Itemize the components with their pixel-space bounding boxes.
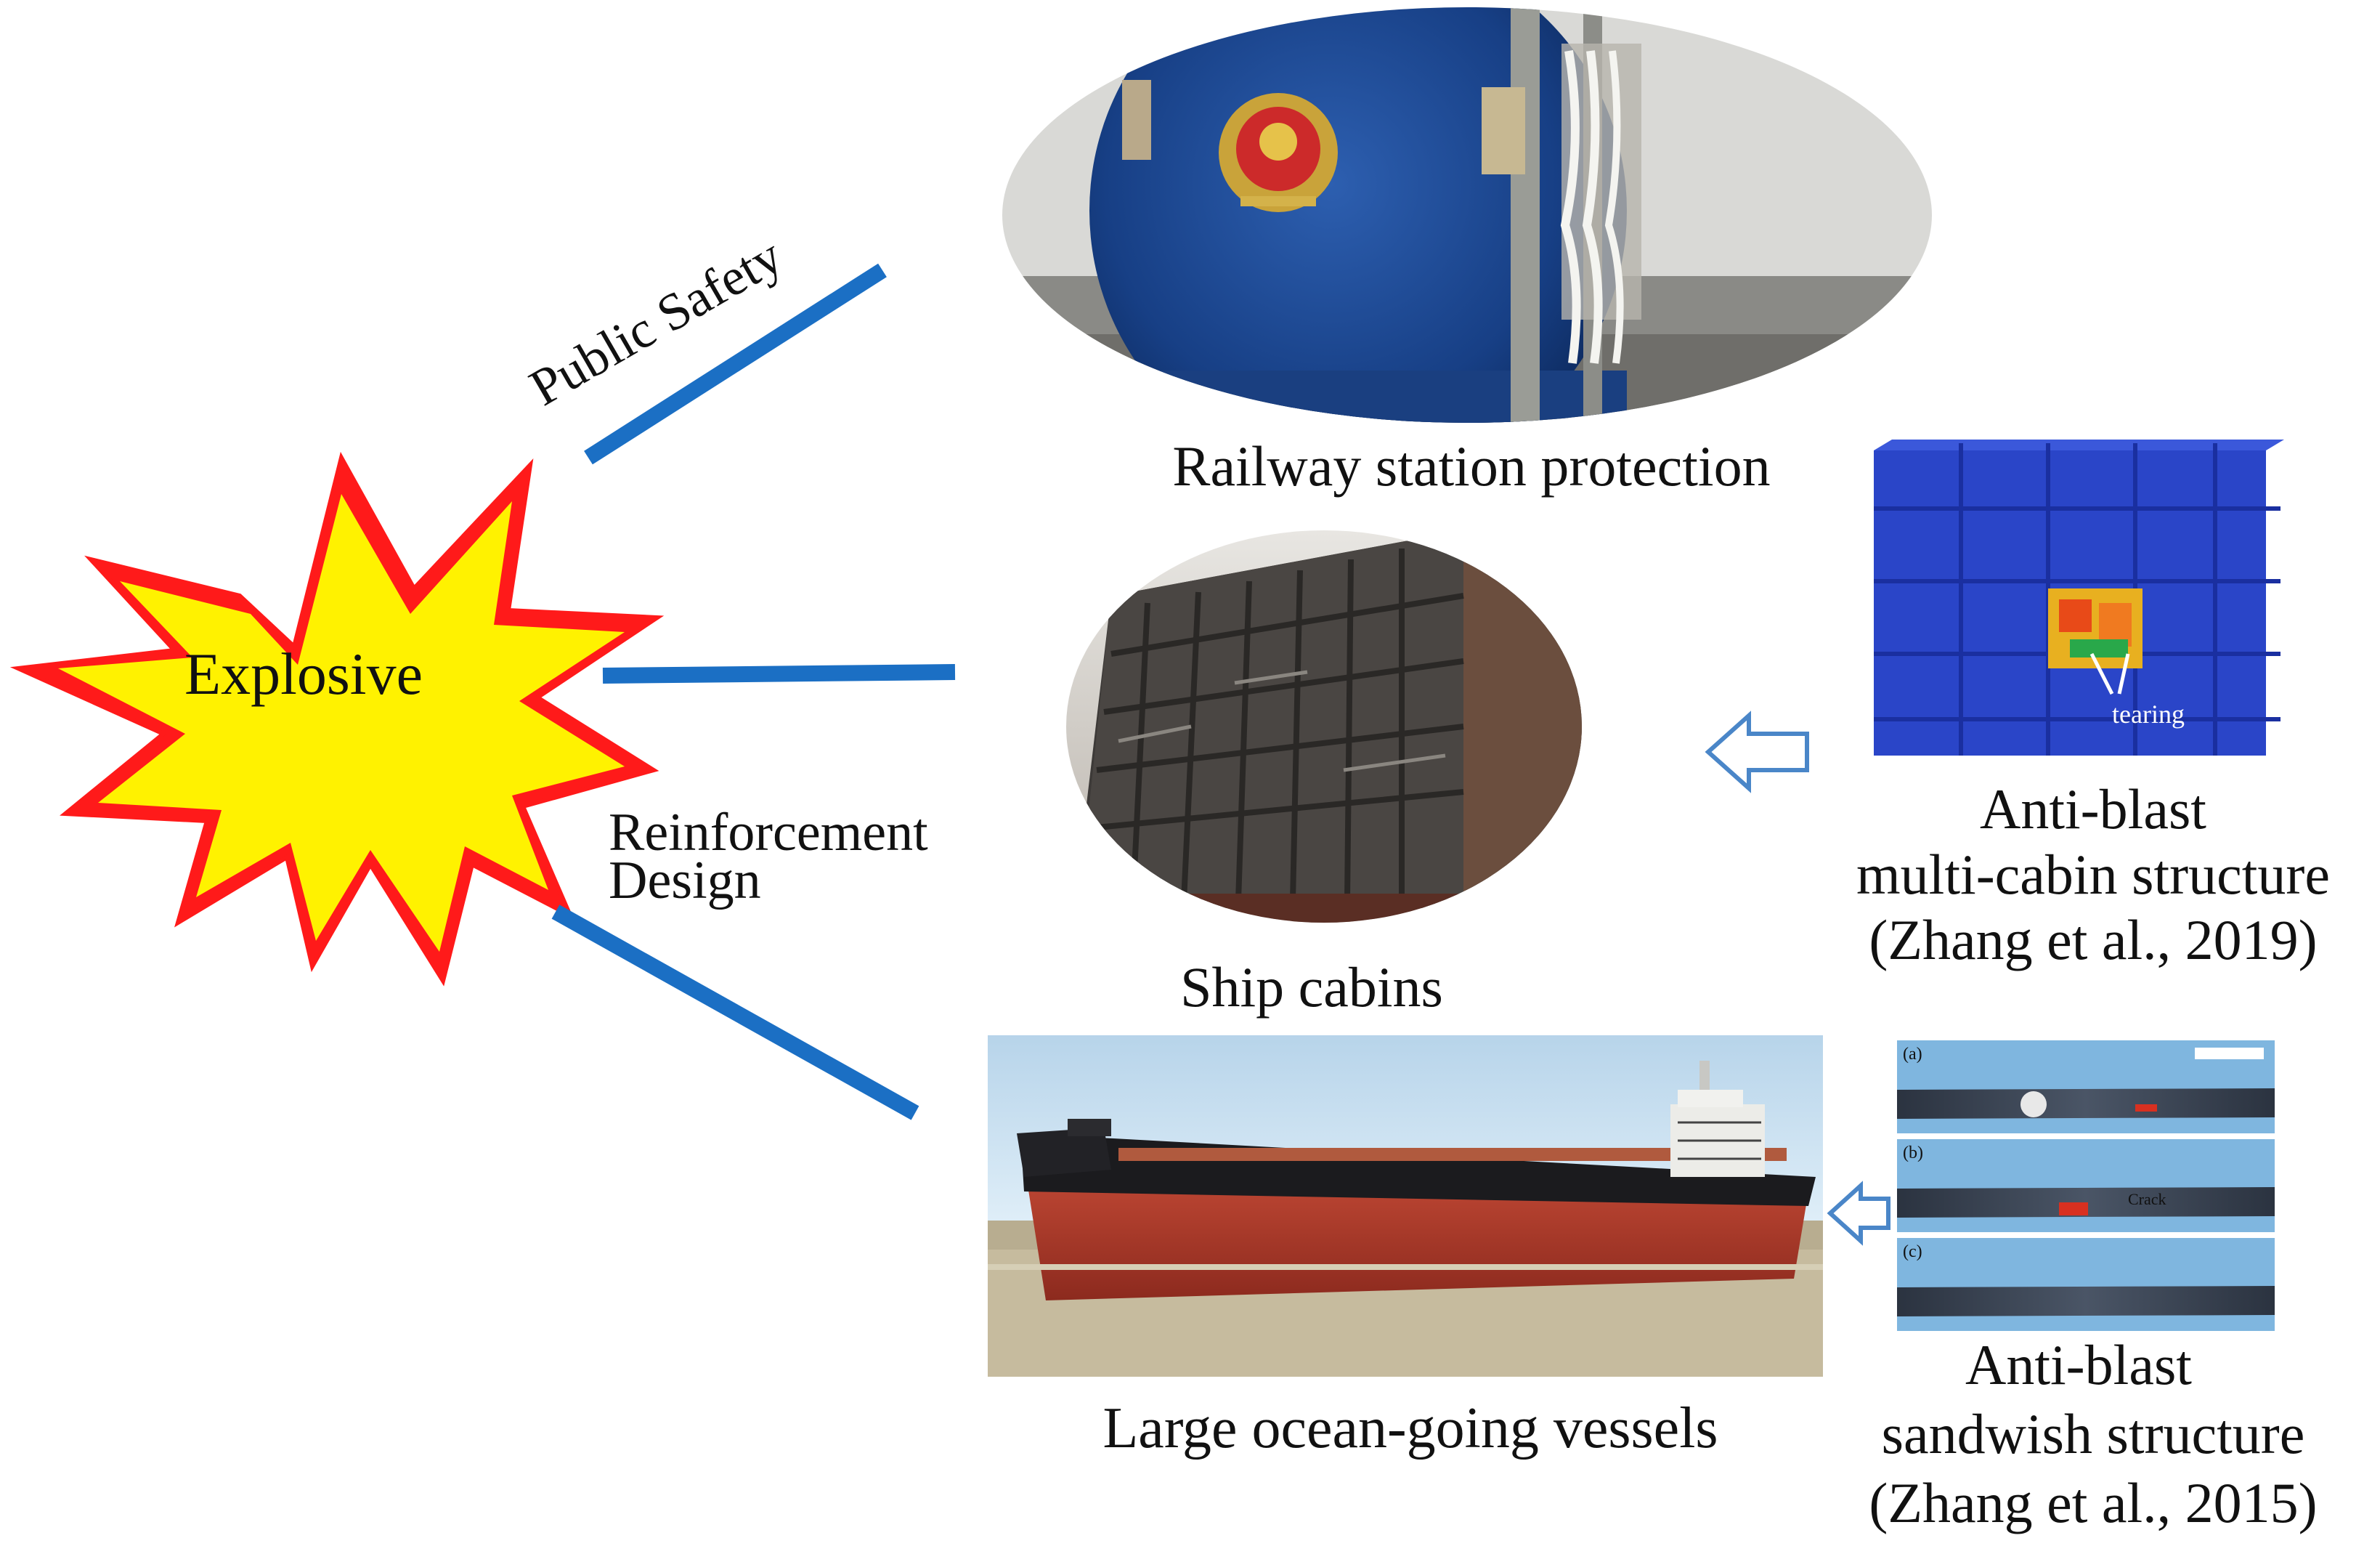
ocean-vessel-photo (988, 1035, 1823, 1377)
sandwich-citation: (Zhang et al., 2015) (1869, 1471, 2317, 1534)
ship-cabins-label: Ship cabins (1180, 955, 1443, 1019)
explosive-label: Explosive (184, 641, 423, 707)
connector-ship-cabins (602, 664, 956, 684)
explosion-burst-icon (9, 451, 665, 987)
railway-tank-photo (1002, 7, 1932, 423)
sandwich-title-line1: Anti-blast (1965, 1333, 2192, 1396)
connector-public-safety (584, 263, 887, 465)
tearing-label: tearing (2112, 700, 2185, 729)
sandwich-panel-a-label: (a) (1903, 1045, 1922, 1064)
design-label: Design (609, 851, 761, 910)
public-safety-label: Public Safety (520, 227, 792, 417)
multi-cabin-title-line2: multi-cabin structure (1856, 843, 2330, 906)
multi-cabin-title-line1: Anti-blast (1980, 777, 2206, 841)
reinforcement-label: Reinforcement (609, 803, 928, 862)
ocean-vessels-label: Large ocean-going vessels (1102, 1396, 1718, 1460)
burst-inner-fill (58, 494, 625, 952)
arrow-left-icon (1705, 711, 1809, 793)
multi-cabin-simulation-image (1874, 440, 2284, 756)
sandwich-panel-c-label: (c) (1903, 1242, 1922, 1261)
connector-vessels (551, 905, 919, 1120)
multi-cabin-citation: (Zhang et al., 2019) (1869, 908, 2317, 971)
sandwich-panel-b-label: (b) (1903, 1144, 1923, 1162)
crack-label: Crack (2128, 1190, 2166, 1208)
ship-cabins-photo (1066, 530, 1582, 923)
sandwich-title-line2: sandwish structure (1882, 1402, 2305, 1465)
arrow-left-icon (1827, 1181, 1890, 1246)
railway-station-label: Railway station protection (1172, 434, 1770, 498)
sandwich-test-image (1897, 1040, 2275, 1331)
